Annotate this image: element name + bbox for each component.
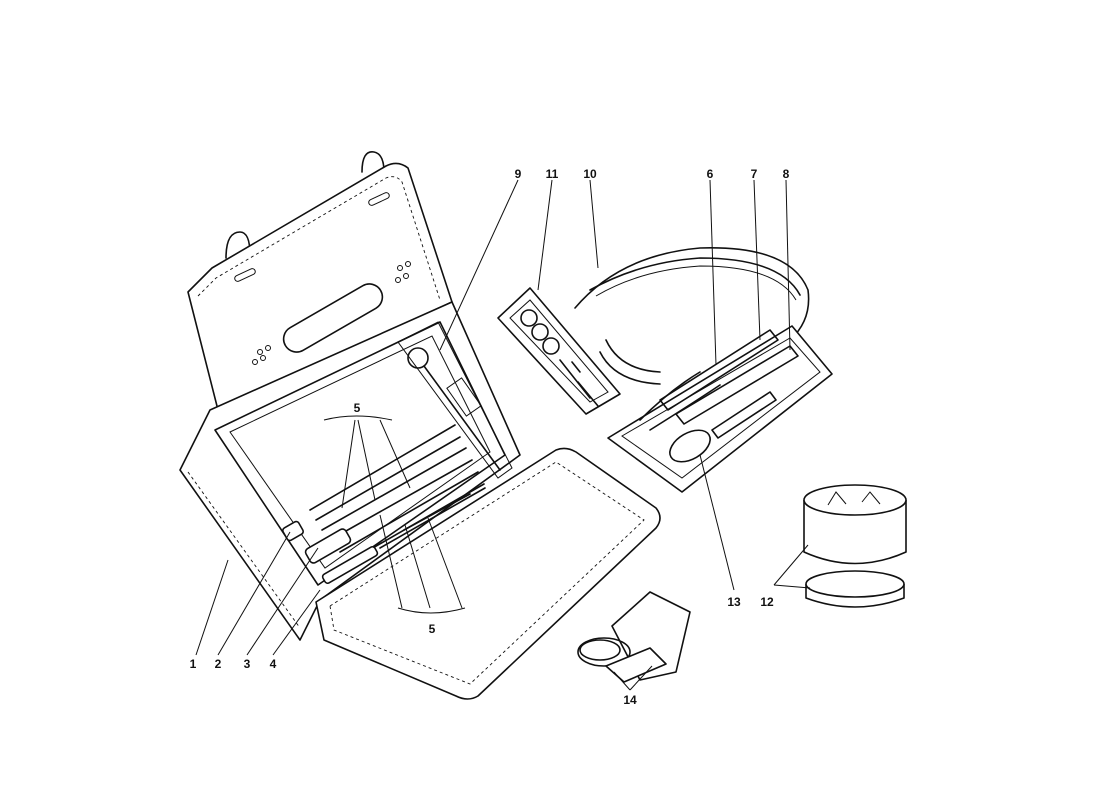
callout-9: 9 (515, 167, 522, 181)
callout-labels: 1 2 3 4 5 5 6 7 8 9 10 11 12 13 14 (190, 167, 790, 707)
leader-lines (195, 179, 811, 691)
lead-lamp-pouch (577, 591, 691, 683)
bulb-container (803, 484, 907, 608)
callout-13: 13 (727, 595, 741, 609)
callout-1: 1 (190, 657, 197, 671)
callout-10: 10 (583, 167, 597, 181)
drive-belt (574, 247, 810, 385)
pliers (639, 371, 721, 431)
callout-8: 8 (783, 167, 790, 181)
callout-5-bottom: 5 (429, 622, 436, 636)
callout-7: 7 (751, 167, 758, 181)
spark-plug-socket (304, 528, 352, 564)
bag-body (179, 301, 521, 641)
callout-11: 11 (546, 167, 559, 181)
wrench-head (407, 347, 429, 369)
bag-handle-slot (282, 283, 384, 353)
callout-4: 4 (270, 657, 277, 671)
pliers-tray (607, 325, 833, 493)
callout-2: 2 (215, 657, 222, 671)
bag-rivets (252, 261, 411, 365)
small-parts-tray (497, 287, 621, 415)
oil-filter-wrench (669, 429, 711, 463)
callout-14: 14 (623, 693, 637, 707)
screwdriver-1 (659, 329, 779, 411)
screwdriver-2 (675, 345, 799, 425)
tool-bag (179, 151, 661, 700)
extension-bar (321, 545, 379, 585)
callout-5-top: 5 (354, 401, 361, 415)
bag-strap-right (361, 151, 385, 173)
container-lid (805, 570, 905, 598)
callout-12: 12 (760, 595, 774, 609)
bag-front-flap (315, 447, 661, 700)
callout-3: 3 (244, 657, 251, 671)
callout-6: 6 (707, 167, 714, 181)
